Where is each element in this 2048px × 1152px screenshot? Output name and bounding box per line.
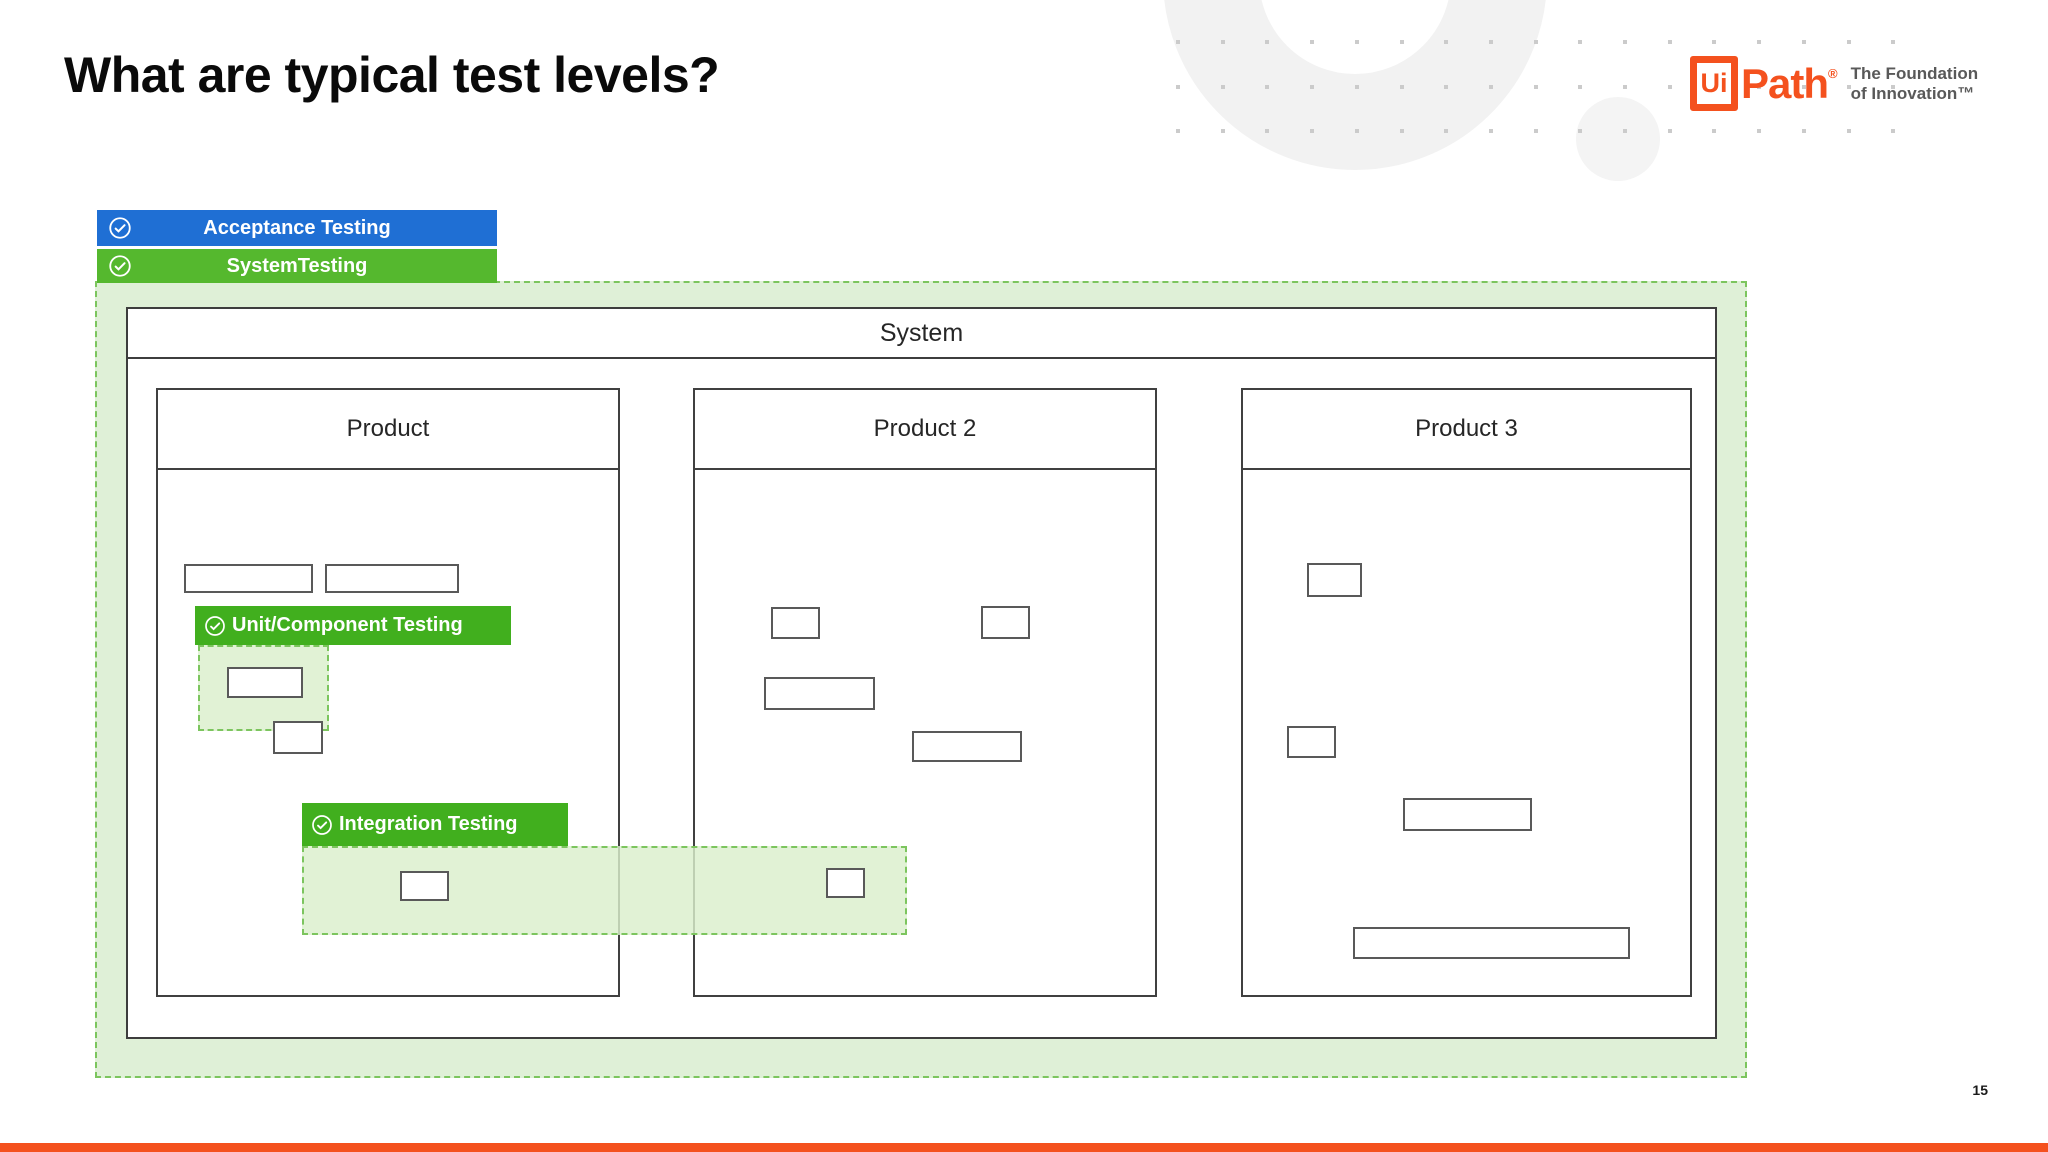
product-3-title: Product 3	[1243, 390, 1690, 470]
component-box	[981, 606, 1030, 639]
integration-testing-scope-area	[302, 846, 907, 935]
unit-component-testing-bar: Unit/Component Testing	[195, 606, 511, 645]
logo-path-text: Path	[1741, 59, 1829, 107]
product-2-title: Product 2	[695, 390, 1155, 470]
product-box-3: Product 3	[1241, 388, 1692, 997]
component-box	[1403, 798, 1532, 831]
component-box	[1307, 563, 1362, 597]
component-box	[273, 721, 323, 754]
component-box	[912, 731, 1022, 762]
component-box	[325, 564, 459, 593]
component-box	[227, 667, 303, 698]
check-circle-icon	[109, 255, 131, 277]
tagline-line2: of Innovation™	[1850, 83, 1975, 103]
component-box	[771, 607, 820, 639]
integration-testing-label: Integration Testing	[339, 813, 518, 835]
product-1-title: Product	[158, 390, 618, 470]
component-box	[400, 871, 449, 901]
uipath-logo-wordmark: Path®	[1741, 59, 1838, 107]
check-circle-icon	[109, 217, 131, 239]
system-testing-label: SystemTesting	[226, 254, 368, 277]
check-circle-icon	[205, 615, 225, 636]
tagline-line1: The Foundation	[1850, 64, 1979, 84]
uipath-logo-mark: Ui	[1690, 56, 1738, 111]
unit-component-testing-label: Unit/Component Testing	[232, 614, 463, 636]
component-box	[184, 564, 313, 593]
system-box-title: System	[128, 309, 1715, 359]
page-number: 15	[1972, 1082, 1988, 1098]
component-box	[764, 677, 875, 710]
circle-decoration	[1576, 97, 1660, 181]
unit-testing-scope-area	[198, 645, 329, 731]
registered-mark: ®	[1828, 65, 1838, 81]
integration-testing-bar: Integration Testing	[302, 803, 568, 846]
acceptance-testing-label: Acceptance Testing	[203, 216, 391, 239]
check-circle-icon	[312, 814, 332, 835]
page-title: What are typical test levels?	[64, 47, 720, 103]
component-box	[1287, 726, 1336, 758]
uipath-logo: Ui Path® The Foundation of Innovation™	[1690, 56, 1978, 111]
footer-accent-bar	[0, 1143, 2048, 1152]
system-testing-bar: SystemTesting	[97, 249, 497, 283]
acceptance-testing-bar: Acceptance Testing	[97, 210, 497, 246]
logo-tagline: The Foundation of Innovation™	[1851, 64, 1978, 102]
component-box	[1353, 927, 1630, 959]
component-box	[826, 868, 865, 898]
